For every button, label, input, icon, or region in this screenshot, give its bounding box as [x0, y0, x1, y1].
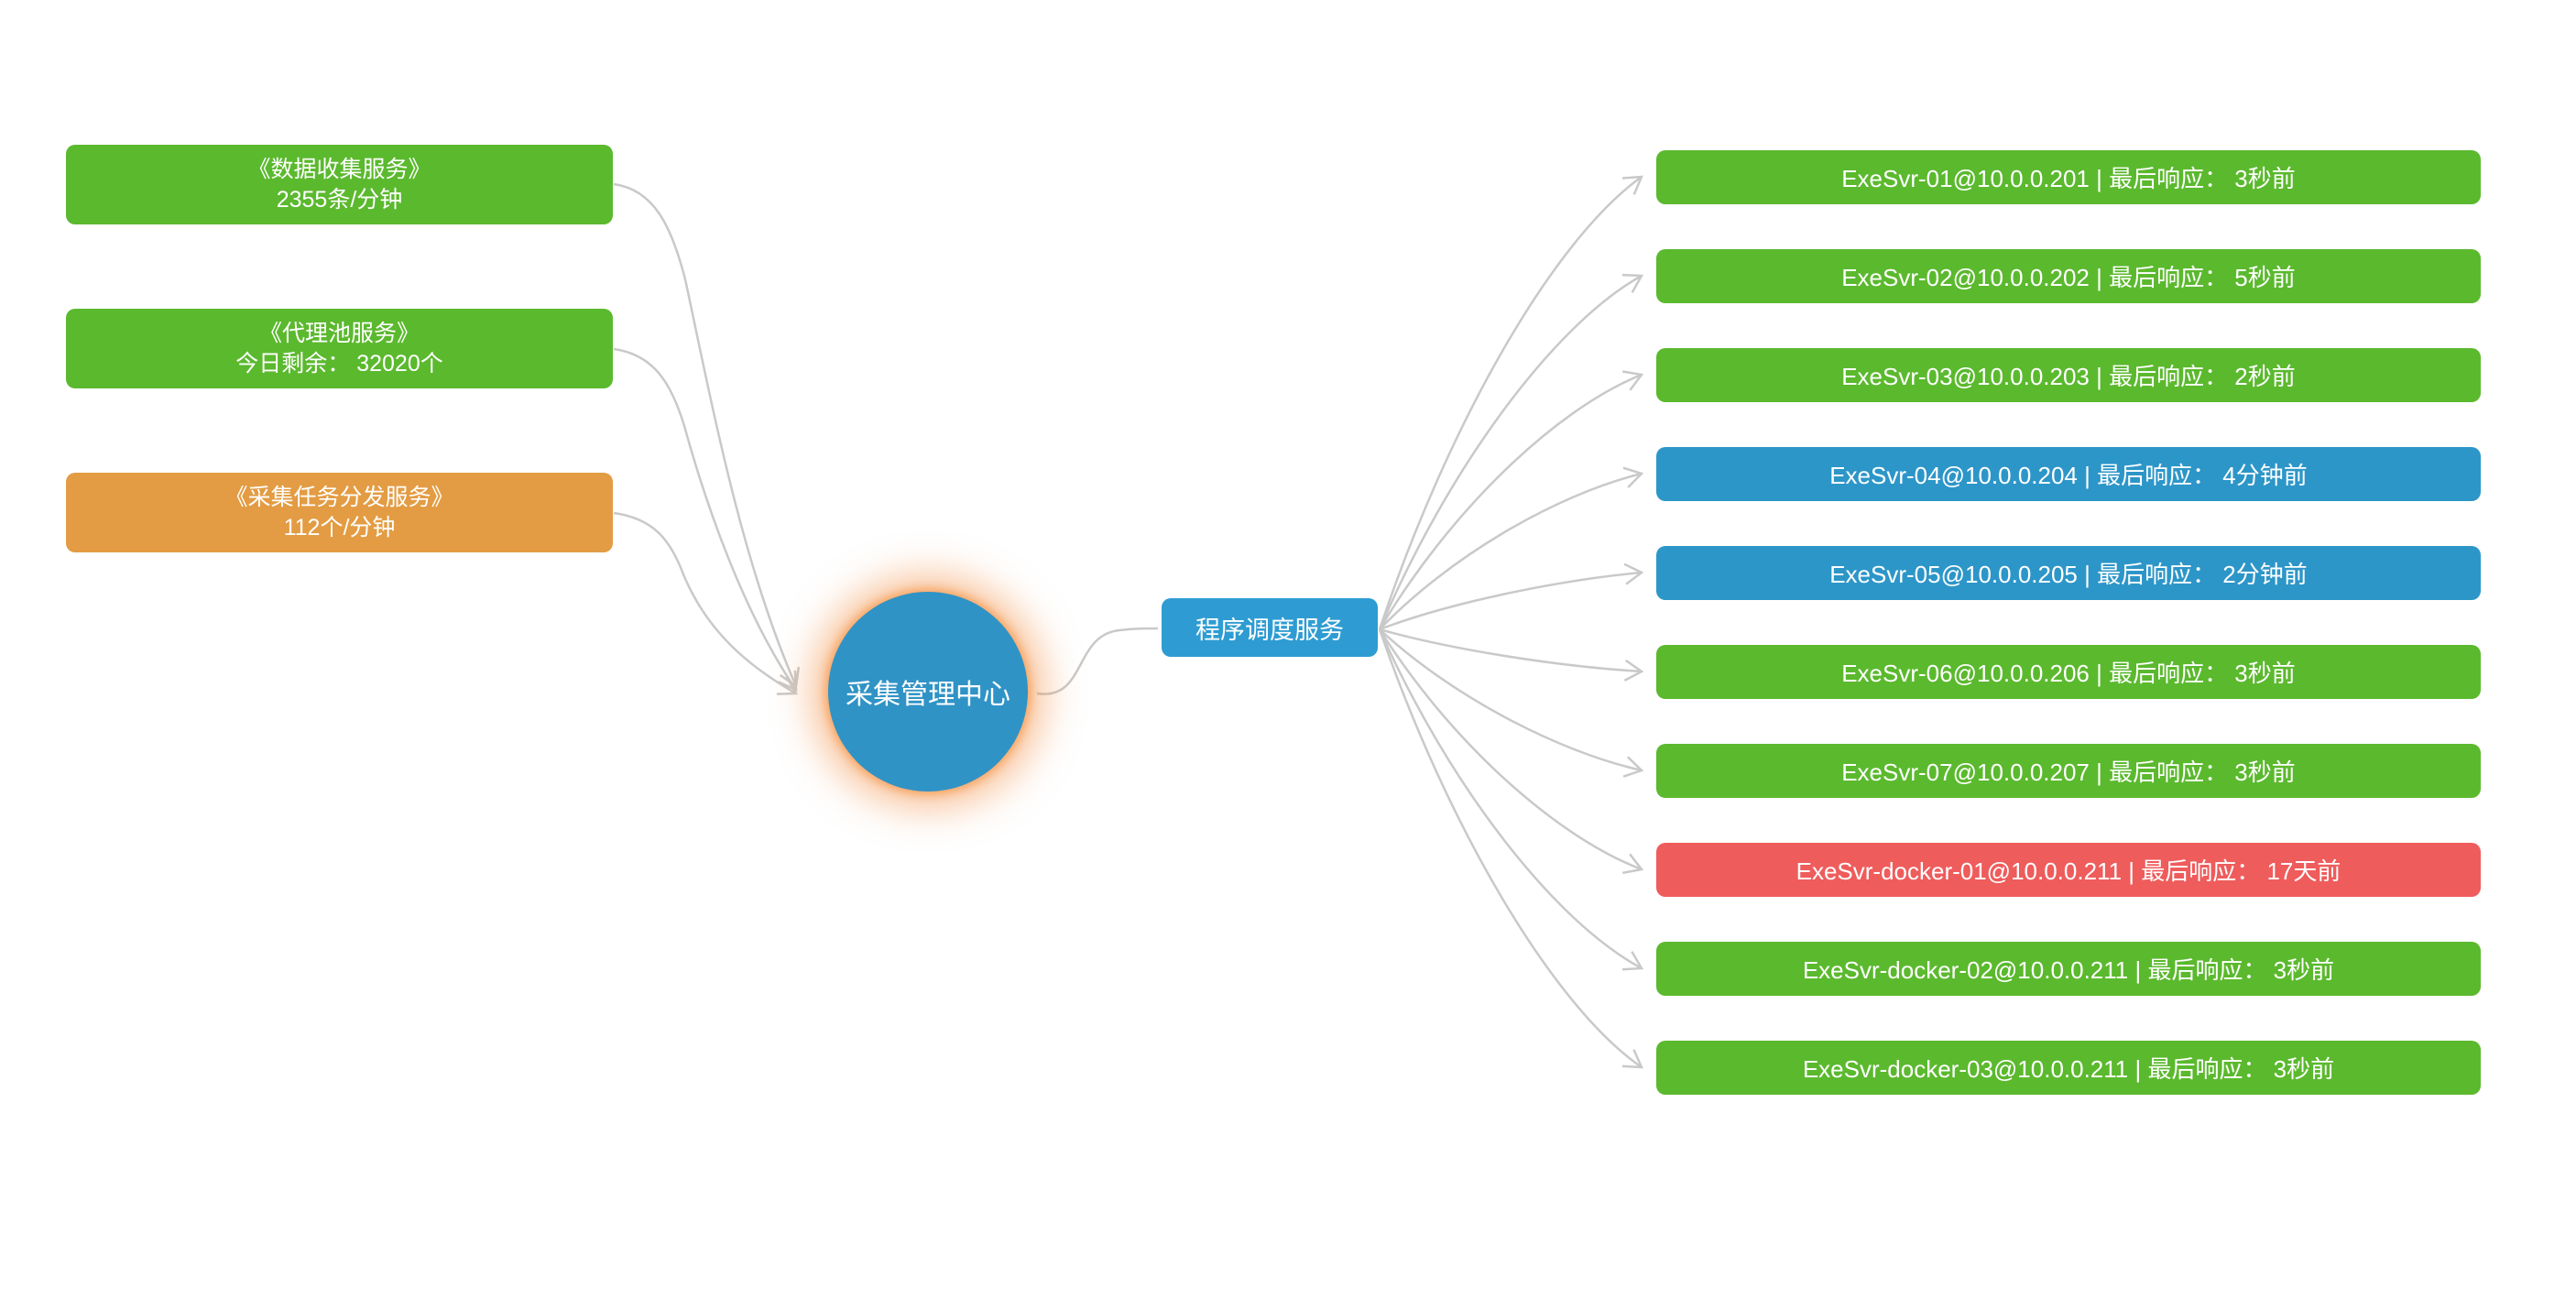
server-status-label: ExeSvr-05@10.0.0.205 | 最后响应： 2分钟前 [1829, 561, 2308, 588]
node-metric: 2355条/分钟 [276, 186, 403, 213]
server-status-label: ExeSvr-docker-02@10.0.0.211 | 最后响应： 3秒前 [1802, 956, 2335, 984]
node-exesvr-06[interactable]: ExeSvr-06@10.0.0.206 | 最后响应： 3秒前 [1656, 645, 2481, 699]
node-program-scheduler-service[interactable]: 程序调度服务 [1162, 598, 1378, 657]
connector-server-5 [1379, 628, 1644, 682]
connector-server-8 [1378, 628, 1644, 971]
node-title: 《采集任务分发服务》 [224, 484, 454, 510]
node-exesvr-05[interactable]: ExeSvr-05@10.0.0.205 | 最后响应： 2分钟前 [1656, 546, 2481, 600]
connector-server-1 [1378, 273, 1644, 630]
node-title: 采集管理中心 [846, 680, 1010, 710]
node-exesvr-docker-01[interactable]: ExeSvr-docker-01@10.0.0.211 | 最后响应： 17天前 [1656, 843, 2481, 897]
node-data-collect-service[interactable]: 《数据收集服务》 2355条/分钟 [66, 145, 613, 224]
server-status-label: ExeSvr-07@10.0.0.207 | 最后响应： 3秒前 [1841, 759, 2296, 786]
node-exesvr-01[interactable]: ExeSvr-01@10.0.0.201 | 最后响应： 3秒前 [1656, 150, 2481, 204]
connector-server-4 [1379, 562, 1644, 631]
node-exesvr-03[interactable]: ExeSvr-03@10.0.0.203 | 最后响应： 2秒前 [1656, 348, 2481, 402]
server-status-label: ExeSvr-01@10.0.0.201 | 最后响应： 3秒前 [1841, 165, 2296, 192]
node-collect-management-center[interactable]: 采集管理中心 [828, 592, 1028, 791]
node-exesvr-02[interactable]: ExeSvr-02@10.0.0.202 | 最后响应： 5秒前 [1656, 249, 2481, 303]
connector-server-6 [1379, 628, 1644, 778]
connector-center-scheduler [1036, 627, 1159, 695]
server-status-label: ExeSvr-docker-03@10.0.0.211 | 最后响应： 3秒前 [1802, 1055, 2335, 1083]
connector-input-1 [613, 347, 798, 692]
server-status-label: ExeSvr-03@10.0.0.203 | 最后响应： 2秒前 [1841, 363, 2296, 390]
node-title: 《数据收集服务》 [247, 156, 431, 182]
node-exesvr-docker-02[interactable]: ExeSvr-docker-02@10.0.0.211 | 最后响应： 3秒前 [1656, 942, 2481, 996]
node-metric: 今日剩余： 32020个 [235, 350, 443, 377]
server-status-label: ExeSvr-06@10.0.0.206 | 最后响应： 3秒前 [1841, 660, 2296, 687]
connector-server-3 [1379, 466, 1644, 630]
server-status-label: ExeSvr-docker-01@10.0.0.211 | 最后响应： 17天前 [1796, 857, 2341, 885]
node-proxy-pool-service[interactable]: 《代理池服务》 今日剩余： 32020个 [66, 309, 613, 388]
connector-input-2 [613, 511, 799, 695]
node-exesvr-docker-03[interactable]: ExeSvr-docker-03@10.0.0.211 | 最后响应： 3秒前 [1656, 1041, 2481, 1095]
server-status-label: ExeSvr-04@10.0.0.204 | 最后响应： 4分钟前 [1829, 462, 2308, 489]
node-metric: 112个/分钟 [283, 514, 396, 540]
connector-server-9 [1378, 628, 1643, 1069]
node-title: 《代理池服务》 [258, 320, 420, 346]
connector-server-2 [1378, 370, 1644, 630]
connector-server-0 [1378, 175, 1643, 630]
server-status-label: ExeSvr-02@10.0.0.202 | 最后响应： 5秒前 [1841, 264, 2296, 291]
node-exesvr-07[interactable]: ExeSvr-07@10.0.0.207 | 最后响应： 3秒前 [1656, 744, 2481, 798]
node-title: 程序调度服务 [1195, 616, 1344, 644]
connector-server-7 [1378, 628, 1644, 875]
connector-input-0 [613, 182, 801, 689]
node-task-dispatch-service[interactable]: 《采集任务分发服务》 112个/分钟 [66, 473, 613, 552]
node-exesvr-04[interactable]: ExeSvr-04@10.0.0.204 | 最后响应： 4分钟前 [1656, 447, 2481, 501]
